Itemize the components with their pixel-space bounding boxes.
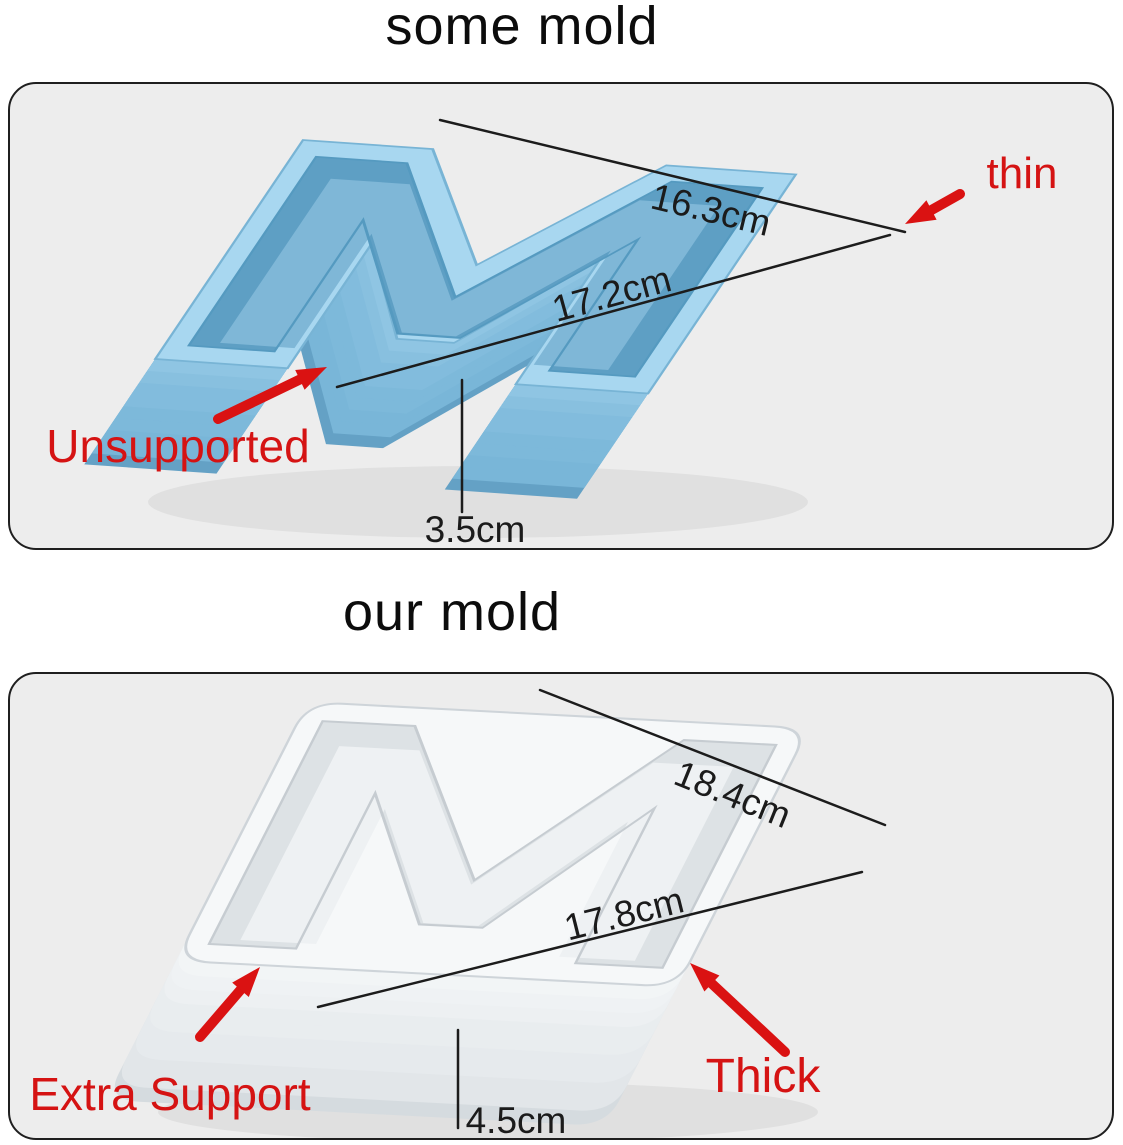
mold-shadow bbox=[148, 466, 808, 538]
depth-measure-label: 4.5cm bbox=[466, 1100, 567, 1140]
top-section-title: some mold bbox=[385, 0, 659, 56]
thin-label: thin bbox=[987, 149, 1058, 198]
top-width-measure-line bbox=[538, 688, 887, 827]
bottom-section-title: our mold bbox=[342, 582, 562, 642]
thin-arrow bbox=[905, 189, 965, 224]
blue-mold-illustration: 16.3cm 17.2cm 3.5cm thin Unsupported bbox=[46, 118, 1058, 550]
white-mold-illustration: 18.4cm 17.8cm 4.5cm Extra Support Thick bbox=[29, 688, 887, 1140]
extra-support-label: Extra Support bbox=[29, 1068, 310, 1120]
top-width-measure-line bbox=[438, 118, 907, 234]
unsupported-label: Unsupported bbox=[46, 420, 309, 472]
thick-arrow bbox=[690, 963, 790, 1057]
thick-label: Thick bbox=[706, 1050, 822, 1103]
depth-measure-label: 3.5cm bbox=[425, 509, 526, 550]
extra-support-arrow bbox=[195, 967, 260, 1042]
our-mold-panel: 18.4cm 17.8cm 4.5cm Extra Support Thick bbox=[8, 672, 1114, 1140]
front-width-measure-line bbox=[316, 870, 864, 1009]
unsupported-arrow bbox=[213, 367, 327, 424]
some-mold-panel: 16.3cm 17.2cm 3.5cm thin Unsupported bbox=[8, 82, 1114, 550]
front-width-measure-line bbox=[335, 233, 892, 389]
